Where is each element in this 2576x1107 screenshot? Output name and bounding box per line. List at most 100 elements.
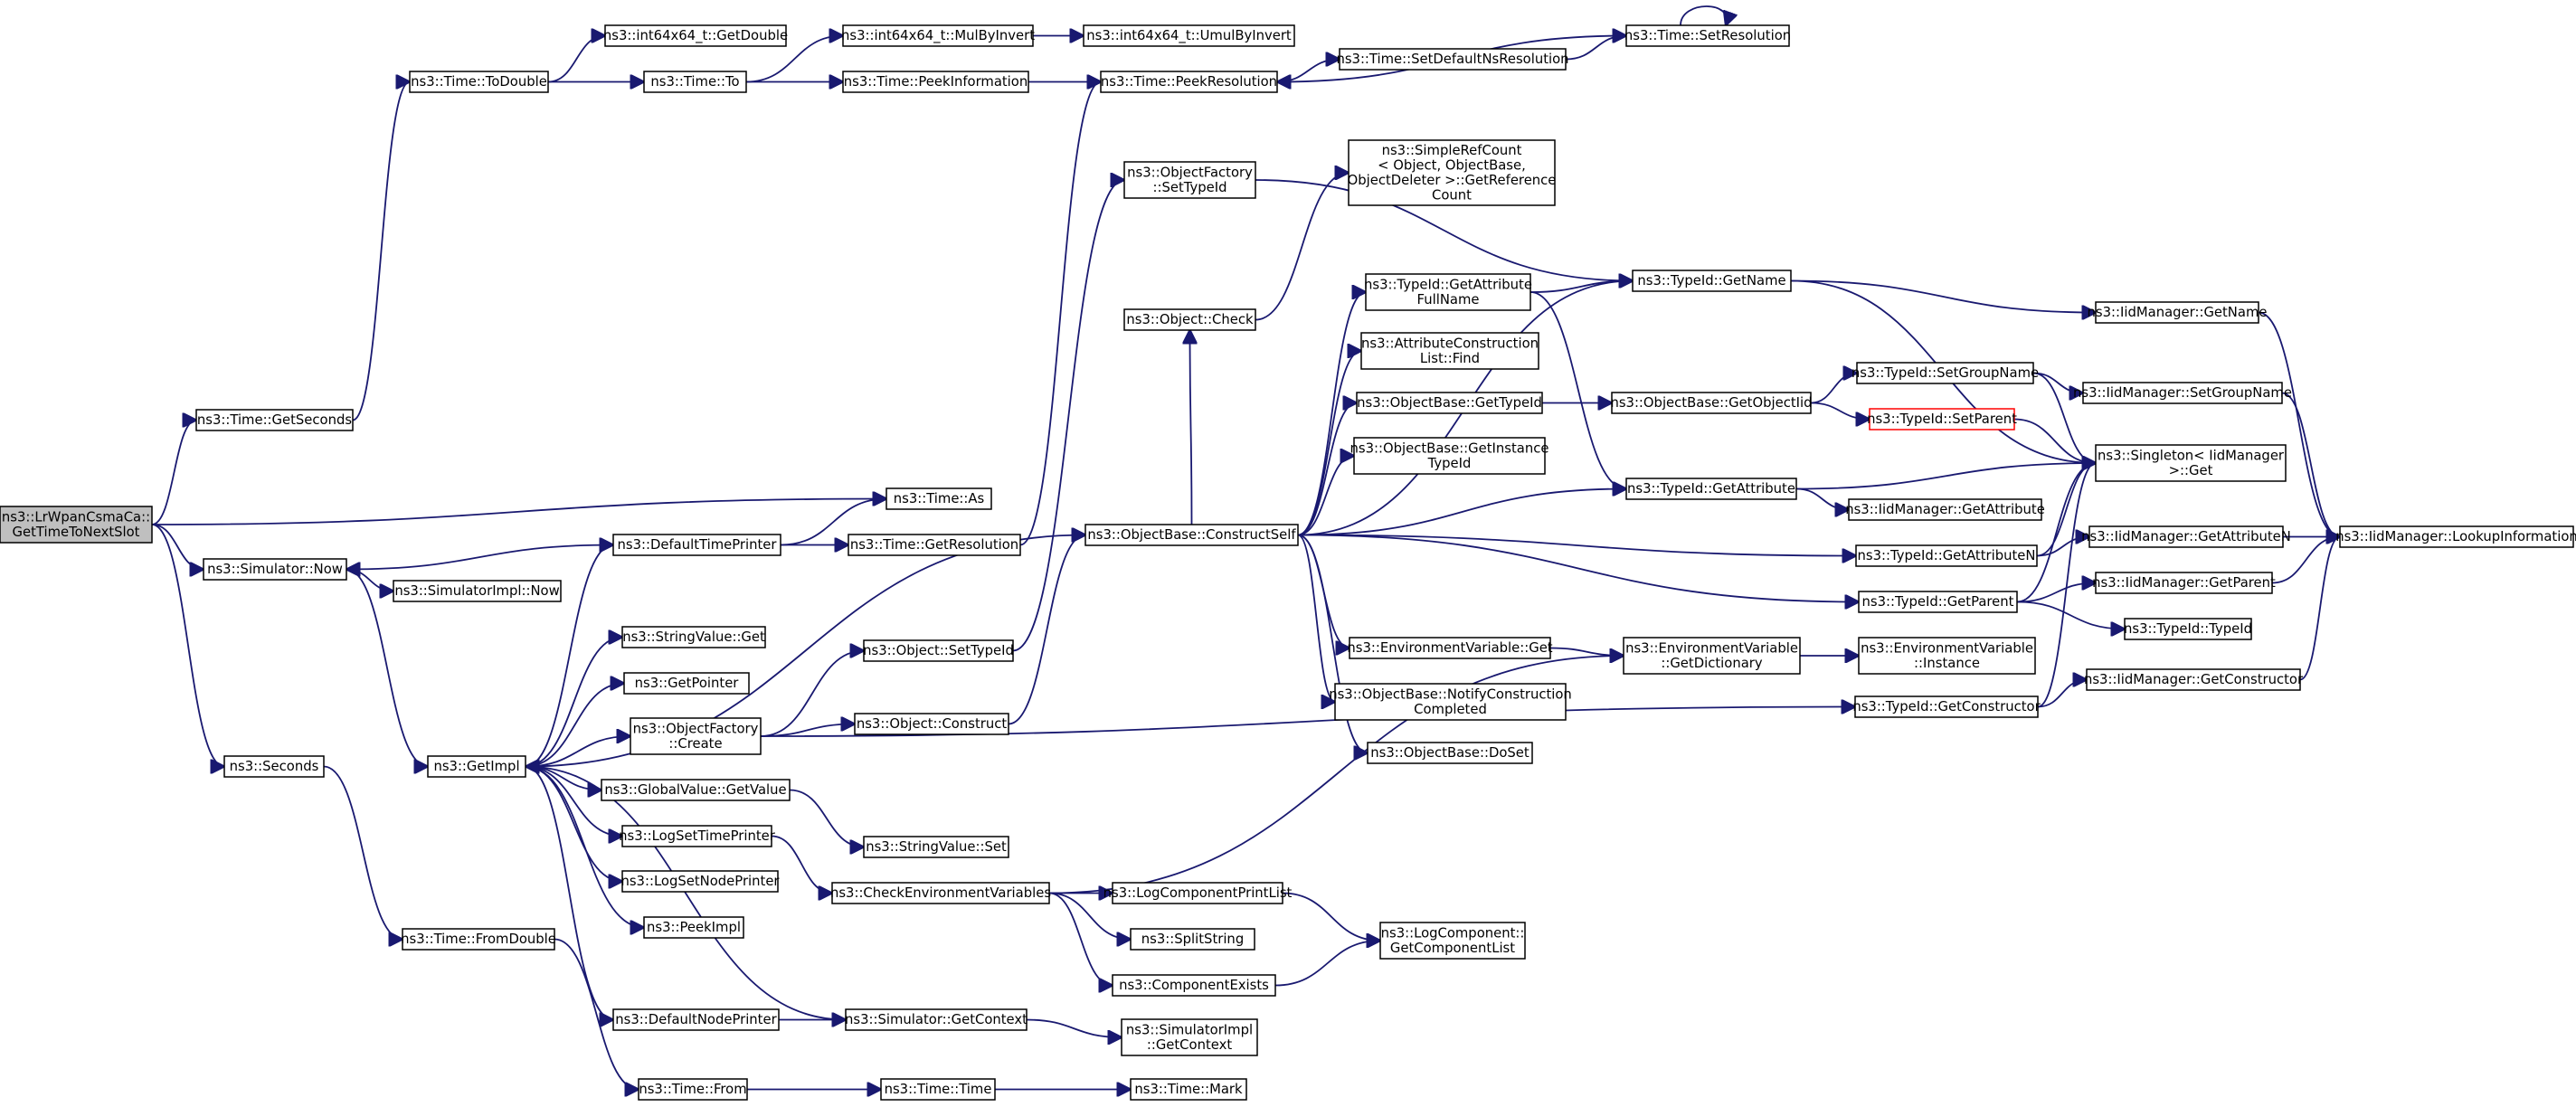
node-peekInfo[interactable]: ns3::Time::PeekInformation — [842, 71, 1029, 93]
node-label: ns3::SimulatorImpl::Now — [394, 583, 559, 599]
node-label: ns3::Time::GetResolution — [850, 537, 1018, 553]
node-box — [2095, 444, 2287, 482]
node-label: ns3::int64x64_t::UmulByInvert — [1086, 28, 1292, 43]
node-fromDouble[interactable]: ns3::Time::FromDouble — [401, 928, 556, 951]
node-logSetTime[interactable]: ns3::LogSetTimePrinter — [619, 825, 776, 847]
node-simImplNow[interactable]: ns3::SimulatorImpl::Now — [393, 580, 562, 602]
node-iidGetName[interactable]: ns3::IidManager::GetName — [2088, 301, 2268, 324]
node-envGet[interactable]: ns3::EnvironmentVariable::Get — [1347, 637, 1553, 659]
node-obDoSet[interactable]: ns3::ObjectBase::DoSet — [1367, 742, 1533, 764]
node-iidGetParent[interactable]: ns3::IidManager::GetParent — [2092, 572, 2276, 594]
node-setDefRes[interactable]: ns3::Time::SetDefaultNsResolution — [1336, 48, 1569, 71]
node-constructSelf[interactable]: ns3::ObjectBase::ConstructSelf — [1084, 524, 1299, 546]
node-label: ns3::Time::FromDouble — [401, 932, 556, 947]
edge-ofCreate-to-objSetTypeId — [760, 651, 864, 737]
node-logSetNode[interactable]: ns3::LogSetNodePrinter — [620, 870, 780, 893]
node-getPointer[interactable]: ns3::GetPointer — [623, 672, 750, 695]
node-logCompPrint[interactable]: ns3::LogComponentPrintList — [1103, 882, 1293, 904]
edge-seconds-to-fromDouble — [323, 765, 402, 940]
node-gvGetValue[interactable]: ns3::GlobalValue::GetValue — [601, 779, 791, 801]
node-timeAs[interactable]: ns3::Time::As — [886, 487, 992, 510]
node-iidGetAttr[interactable]: ns3::IidManager::GetAttribute — [1845, 498, 2045, 521]
node-compExists[interactable]: ns3::ComponentExists — [1112, 974, 1276, 997]
node-logCompGetList[interactable]: ns3::LogComponent::GetComponentList — [1379, 922, 1526, 960]
node-mulByInvert[interactable]: ns3::int64x64_t::MulByInvert — [841, 24, 1035, 47]
node-label: ns3::ComponentExists — [1119, 978, 1269, 993]
node-getRes[interactable]: ns3::Time::GetResolution — [848, 534, 1021, 556]
edge-getImpl-to-ofCreate — [525, 736, 630, 768]
node-envInstance[interactable]: ns3::EnvironmentVariable::Instance — [1858, 637, 2036, 675]
node-tidGetAttrN[interactable]: ns3::TypeId::GetAttributeN — [1855, 544, 2038, 567]
node-tidGetName[interactable]: ns3::TypeId::GetName — [1632, 270, 1792, 292]
node-simGetCtx[interactable]: ns3::Simulator::GetContext — [845, 1008, 1028, 1031]
node-obGetTypeId[interactable]: ns3::ObjectBase::GetTypeId — [1356, 392, 1543, 414]
node-strValSet[interactable]: ns3::StringValue::Set — [863, 836, 1009, 858]
node-timeTo[interactable]: ns3::Time::To — [643, 71, 747, 93]
node-defNodePrinter[interactable]: ns3::DefaultNodePrinter — [612, 1008, 780, 1031]
edge-getImpl-to-peekImpl — [525, 765, 644, 928]
node-singletonGet[interactable]: ns3::Singleton< IidManager>::Get — [2095, 444, 2287, 482]
node-simImplCtx[interactable]: ns3::SimulatorImpl::GetContext — [1121, 1018, 1258, 1056]
node-iidLookup[interactable]: ns3::IidManager::LookupInformation — [2335, 525, 2576, 548]
node-box — [1112, 974, 1276, 997]
node-label: ns3::Time::GetSeconds — [197, 412, 352, 428]
node-tidTypeId[interactable]: ns3::TypeId::TypeId — [2124, 618, 2252, 640]
node-getImpl[interactable]: ns3::GetImpl — [427, 755, 526, 778]
node-iidGetAttrN[interactable]: ns3::IidManager::GetAttributeN — [2081, 525, 2291, 548]
node-setRes[interactable]: ns3::Time::SetResolution — [1624, 24, 1791, 47]
node-tidSetParent[interactable]: ns3::TypeId::SetParent — [1867, 408, 2017, 430]
node-simNow[interactable]: ns3::Simulator::Now — [203, 558, 347, 581]
edge-constructSelf-to-attrConstrFind — [1297, 351, 1361, 536]
node-getSeconds[interactable]: ns3::Time::GetSeconds — [195, 409, 354, 431]
node-tidSetGroup[interactable]: ns3::TypeId::SetGroupName — [1852, 362, 2039, 384]
node-ofSetTypeId[interactable]: ns3::ObjectFactory::SetTypeId — [1123, 161, 1256, 199]
node-i64GetDouble[interactable]: ns3::int64x64_t::GetDouble — [603, 24, 788, 47]
node-peekImpl[interactable]: ns3::PeekImpl — [643, 916, 744, 939]
node-label: ns3::TypeId::GetConstructor — [1852, 699, 2041, 714]
node-box — [1360, 332, 1539, 370]
node-root[interactable]: ns3::LrWpanCsmaCa::GetTimeToNextSlot — [0, 506, 153, 544]
node-splitString[interactable]: ns3::SplitString — [1130, 928, 1255, 951]
node-label: Count — [1432, 187, 1472, 203]
node-toDouble[interactable]: ns3::Time::ToDouble — [409, 71, 549, 93]
node-defTimePrinter[interactable]: ns3::DefaultTimePrinter — [612, 534, 781, 556]
node-obGetObjectIid[interactable]: ns3::ObjectBase::GetObjectIid — [1610, 392, 1813, 414]
node-box — [2095, 301, 2259, 324]
node-label: ns3::EnvironmentVariable — [1861, 640, 2033, 656]
edge-obGetObjectIid-to-tidSetGroup — [1810, 374, 1857, 404]
node-label: ns3::EnvironmentVariable — [1625, 640, 1798, 656]
edge-getImpl-to-defNodePrinter — [525, 765, 613, 1020]
node-ofCreate[interactable]: ns3::ObjectFactory::Create — [630, 717, 762, 755]
node-envGetDict[interactable]: ns3::EnvironmentVariable::GetDictionary — [1623, 637, 1801, 675]
node-timeMark[interactable]: ns3::Time::Mark — [1130, 1078, 1247, 1101]
edge-root-to-simNow — [151, 524, 204, 570]
node-box — [643, 71, 747, 93]
node-label: ns3::Time::ToDouble — [411, 74, 547, 90]
node-strValGet[interactable]: ns3::StringValue::Get — [621, 626, 766, 648]
node-peekRes[interactable]: ns3::Time::PeekResolution — [1100, 71, 1278, 93]
node-timeTime[interactable]: ns3::Time::Time — [880, 1078, 996, 1101]
node-tidGetCtor[interactable]: ns3::TypeId::GetConstructor — [1852, 695, 2041, 718]
node-tidGetParent[interactable]: ns3::TypeId::GetParent — [1858, 591, 2018, 613]
node-box — [1130, 1078, 1247, 1101]
node-seconds[interactable]: ns3::Seconds — [223, 755, 325, 778]
node-objConstruct[interactable]: ns3::Object::Construct — [854, 713, 1009, 735]
node-label: ns3::Seconds — [230, 759, 319, 774]
node-checkEnv[interactable]: ns3::CheckEnvironmentVariables — [830, 882, 1051, 904]
node-iidSetGroup[interactable]: ns3::IidManager::SetGroupName — [2073, 382, 2292, 404]
edge-objCheck-to-simpleRef — [1255, 173, 1349, 321]
node-tidGetAttr[interactable]: ns3::TypeId::GetAttribute — [1625, 478, 1797, 500]
edge-simGetCtx-to-getImpl — [526, 767, 847, 1021]
node-simpleRef[interactable]: ns3::SimpleRefCount< Object, ObjectBase,… — [1348, 139, 1557, 206]
node-objCheck[interactable]: ns3::Object::Check — [1123, 308, 1256, 331]
node-obNotify[interactable]: ns3::ObjectBase::NotifyConstructionCompl… — [1329, 683, 1572, 721]
node-umulByInvert[interactable]: ns3::int64x64_t::UmulByInvert — [1083, 24, 1295, 47]
node-iidGetCtor[interactable]: ns3::IidManager::GetConstructor — [2084, 668, 2304, 691]
edge-root-to-timeAs — [151, 499, 886, 525]
node-objSetTypeId[interactable]: ns3::Object::SetTypeId — [863, 639, 1014, 662]
node-timeFrom[interactable]: ns3::Time::From — [638, 1078, 748, 1101]
